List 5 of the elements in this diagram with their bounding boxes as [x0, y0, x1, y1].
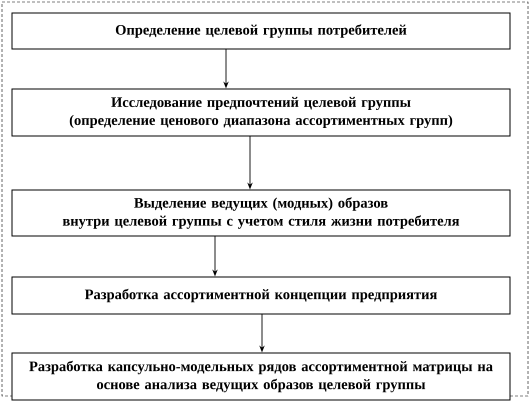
process-box: Разработка ассортиментной концепции предприятия [12, 276, 510, 314]
process-box: Выделение ведущих (модных) образов внутри целевой группы с учетом стиля жизни потребителя [12, 190, 510, 236]
process-box: Исследование предпочтений целевой группы (определение ценового диапазона ассортиментных групп) [12, 88, 510, 136]
process-box: Разработка капсульно-модельных рядов ассортиментной матрицы на основе анализа ведущих образов целевой группы [12, 352, 510, 400]
process-box: Определение целевой группы потребителей [12, 12, 510, 50]
